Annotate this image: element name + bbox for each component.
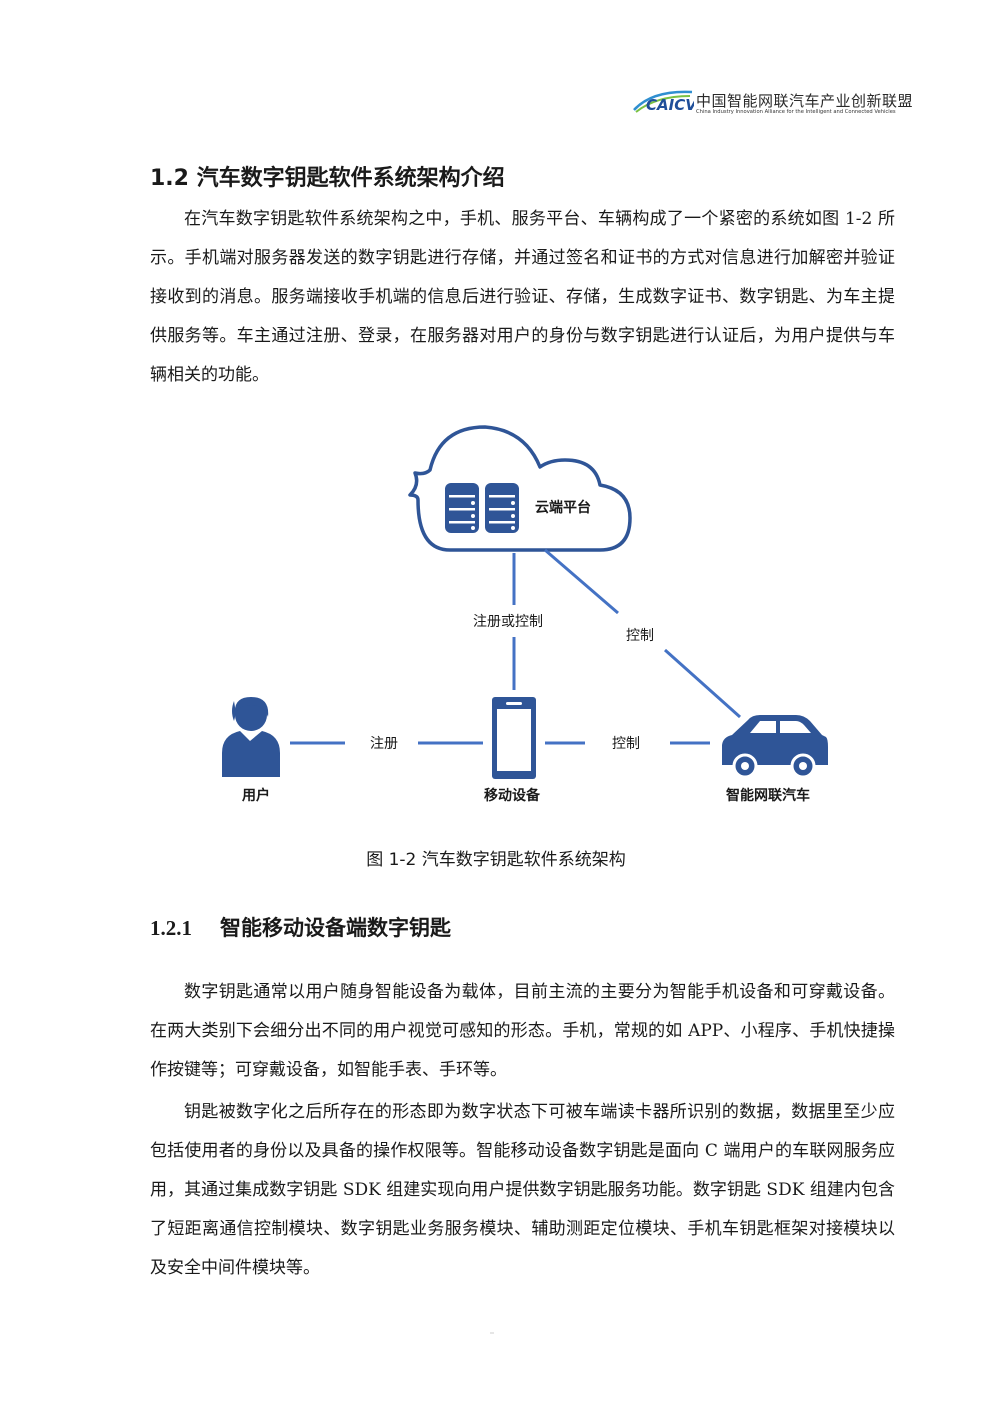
section-title: 1.2 汽车数字钥匙软件系统架构介绍	[150, 166, 505, 191]
car-label: 智能网联汽车	[725, 787, 810, 804]
logo-text-en: China Industry Innovation Alliance for t…	[696, 109, 896, 115]
footer-mark	[490, 1332, 494, 1334]
edge-label-control-diagonal: 控制	[626, 628, 654, 644]
subsection-paragraph-1: 数字钥匙通常以用户随身智能设备为载体，目前主流的主要分为智能手机设备和可穿戴设备…	[150, 982, 895, 1080]
user-label: 用户	[242, 787, 270, 804]
figure-caption: 图 1-2 汽车数字钥匙软件系统架构	[366, 850, 626, 870]
cloud-label: 云端平台	[535, 499, 591, 516]
edge-label-register-or-control: 注册或控制	[473, 614, 543, 630]
svg-text:CAICV: CAICV	[646, 96, 694, 114]
device-label: 移动设备	[484, 787, 541, 804]
architecture-diagram: 云端平台 注册或控制 控制 注册 控制 用户 移动设备	[222, 425, 828, 804]
user-icon	[222, 697, 280, 777]
subsection-title-text: 智能移动设备端数字钥匙	[220, 916, 451, 940]
subsection-title: 1.2.1 智能移动设备端数字钥匙	[150, 912, 451, 942]
section-paragraph: 在汽车数字钥匙软件系统架构之中，手机、服务平台、车辆构成了一个紧密的系统如图 1…	[150, 209, 895, 385]
subsection-number: 1.2.1	[150, 916, 192, 940]
edge-label-control-horizontal: 控制	[612, 736, 640, 752]
car-icon	[722, 715, 828, 779]
header-logo: CAICV 中国智能网联汽车产业创新联盟 China Industry Inno…	[632, 86, 932, 122]
edge-label-register: 注册	[370, 736, 398, 752]
logo-text-cn: 中国智能网联汽车产业创新联盟	[696, 92, 914, 110]
caicv-logo-icon: CAICV	[633, 90, 694, 114]
mobile-device-icon	[492, 697, 536, 779]
subsection-paragraph-2: 钥匙被数字化之后所存在的形态即为数字状态下可被车端读卡器所识别的数据，数据里至少…	[150, 1102, 895, 1278]
edge-cloud-car-top	[544, 548, 619, 615]
edge-cloud-car-bottom	[664, 648, 741, 719]
database-icon	[445, 483, 519, 533]
cloud-node: 云端平台	[408, 425, 632, 552]
